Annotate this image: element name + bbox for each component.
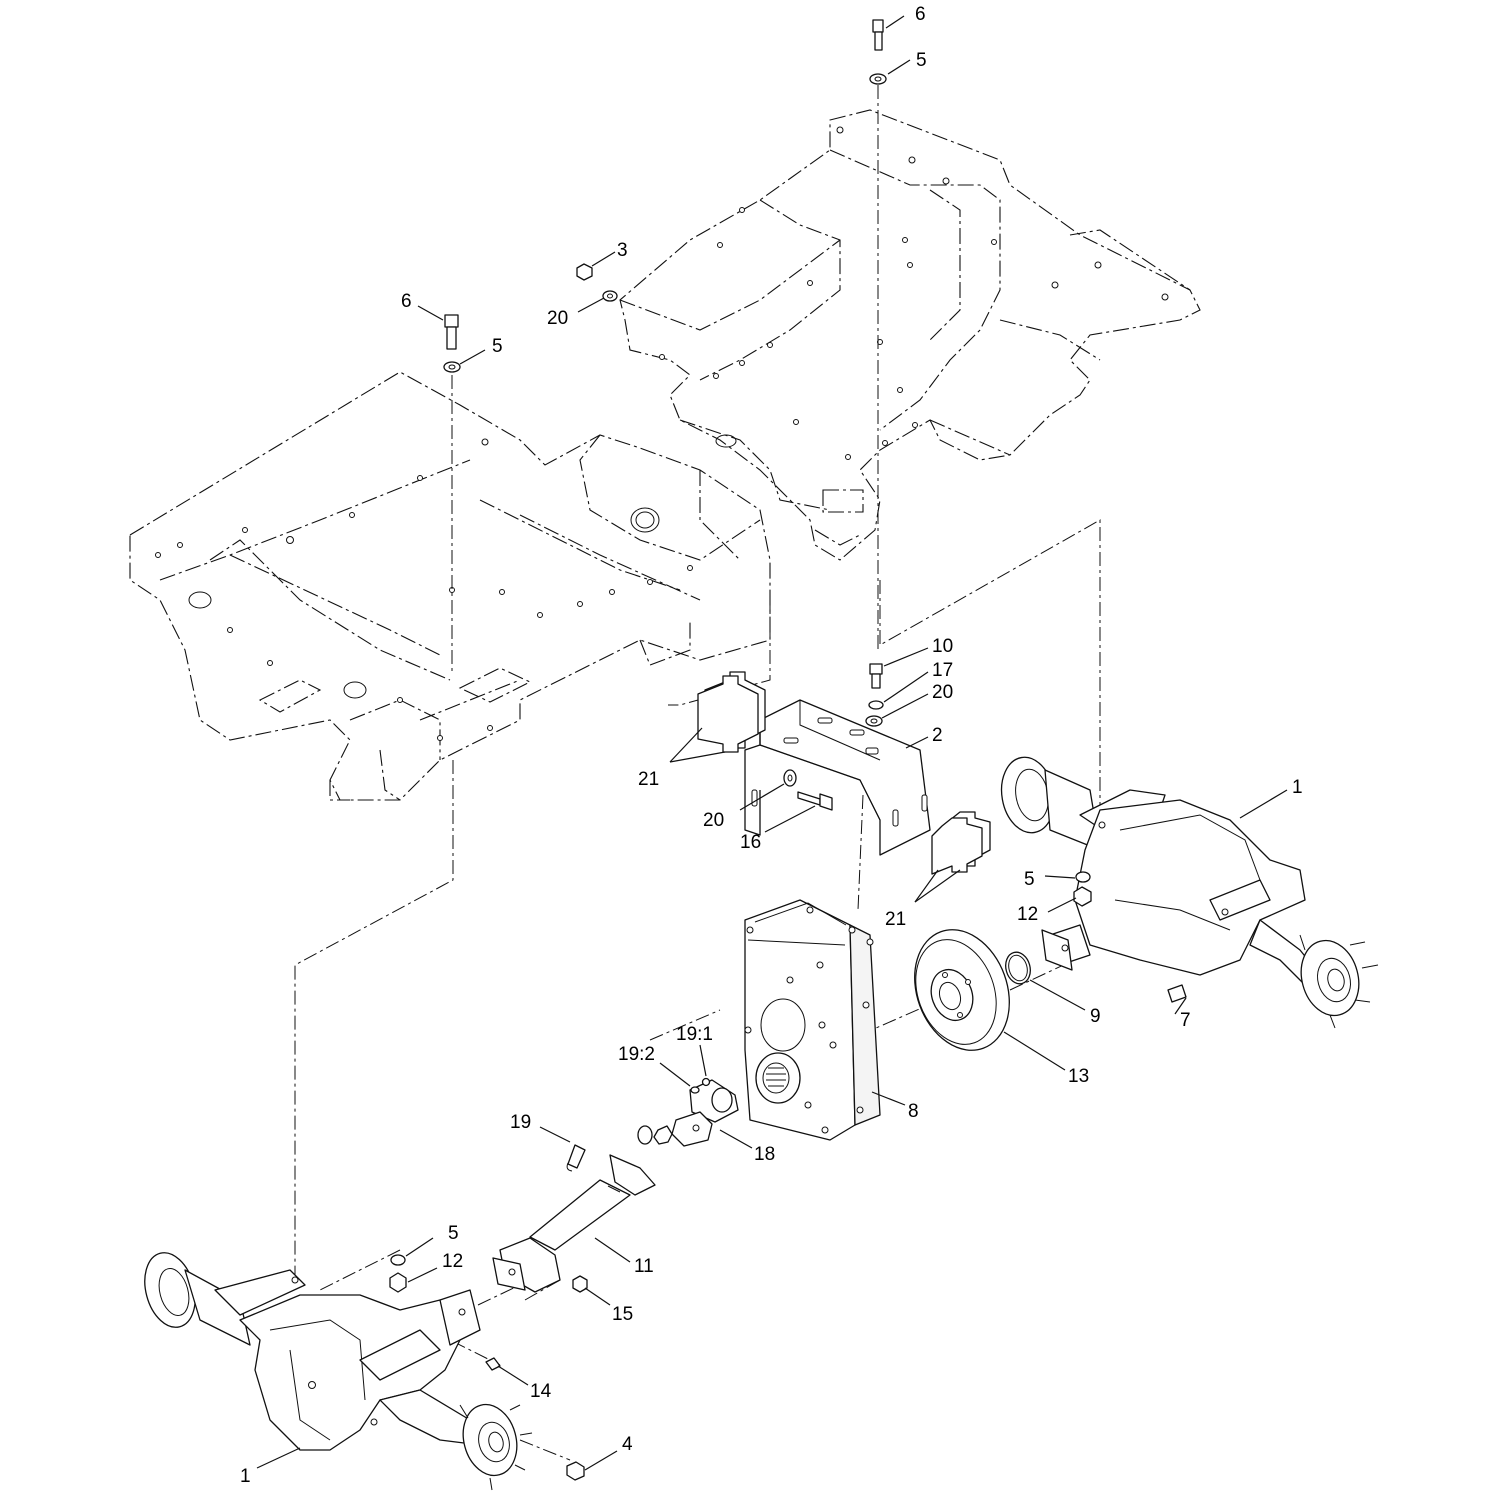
- callout-1-right: 1: [1292, 777, 1303, 798]
- callout-17: 17: [932, 660, 953, 681]
- nut-3: [576, 263, 593, 281]
- washer-5-top: [869, 73, 887, 85]
- callout-1-left: 1: [240, 1466, 251, 1487]
- callout-5-left-axle: 5: [448, 1223, 459, 1244]
- washer-20-bracket-side: [783, 769, 797, 787]
- bolt-14: [485, 1357, 501, 1371]
- washer-5-left: [443, 361, 461, 373]
- callout-21-right: 21: [885, 909, 906, 930]
- bracket-2: [744, 699, 931, 856]
- callout-leaders: [256, 15, 1288, 1471]
- callout-labels: 6 5 3 20 6 5 10 17 20 2 21 20 16 1 5 12 …: [240, 4, 1303, 1487]
- driveshaft-11: [492, 1154, 656, 1293]
- nut-19-1: [701, 1077, 711, 1087]
- washer-19-2: [690, 1086, 700, 1094]
- callout-19-2: 19:2: [618, 1044, 655, 1065]
- callout-8: 8: [908, 1101, 919, 1122]
- rear-axle-1-right: [1000, 756, 1379, 1029]
- shim-21-right: [931, 811, 991, 875]
- nut-4: [566, 1461, 585, 1481]
- gearbox-8: [744, 899, 881, 1141]
- callout-12-left: 12: [442, 1251, 463, 1272]
- front-axle-1-left: [144, 1252, 533, 1491]
- callout-19: 19: [510, 1112, 531, 1133]
- callout-6-top: 6: [915, 4, 926, 25]
- brake-disc-13: [914, 929, 1010, 1051]
- callout-6-left: 6: [401, 291, 412, 312]
- callout-7: 7: [1180, 1010, 1191, 1031]
- callout-20-bracket: 20: [932, 682, 953, 703]
- washer-5-right: [1075, 871, 1091, 883]
- callout-4: 4: [622, 1434, 633, 1455]
- front-frame-phantom: [129, 371, 771, 801]
- callout-5-top: 5: [916, 50, 927, 71]
- callout-9: 9: [1090, 1006, 1101, 1027]
- callout-10: 10: [932, 636, 953, 657]
- bolt-16: [797, 791, 833, 811]
- pin-19: [566, 1144, 586, 1172]
- bolt-10: [869, 663, 883, 689]
- nut-12-right: [1073, 886, 1092, 907]
- washer-20-top: [602, 290, 618, 302]
- callout-2: 2: [932, 725, 943, 746]
- callout-5-right: 5: [1024, 869, 1035, 890]
- nut-15: [572, 1275, 588, 1293]
- callout-20-side: 20: [703, 810, 724, 831]
- callout-16: 16: [740, 832, 761, 853]
- callout-3: 3: [617, 240, 628, 261]
- callout-15: 15: [612, 1304, 633, 1325]
- callout-12-right: 12: [1017, 904, 1038, 925]
- assembly-phantom-lines: [294, 85, 1101, 1461]
- callout-13: 13: [1068, 1066, 1089, 1087]
- rear-frame-phantom: [619, 109, 1201, 561]
- washer-nut-stack: [637, 1125, 673, 1145]
- lockwasher-17: [868, 700, 884, 710]
- washer-5-left-axle: [390, 1254, 406, 1266]
- callout-19-1: 19:1: [676, 1024, 713, 1045]
- nut-12-left: [389, 1272, 407, 1293]
- yoke-18: [671, 1079, 739, 1147]
- washer-20-bracket-top: [865, 715, 883, 727]
- shim-21-left: [697, 671, 766, 753]
- callout-18: 18: [754, 1144, 775, 1165]
- plug-7: [1167, 984, 1187, 1003]
- o-ring-9: [1005, 951, 1031, 985]
- callout-11: 11: [634, 1256, 654, 1277]
- bolt-6-left: [444, 314, 459, 350]
- bolt-6-top: [872, 19, 884, 51]
- callout-5-left: 5: [492, 336, 503, 357]
- callout-14: 14: [530, 1381, 552, 1402]
- callout-20-top: 20: [547, 308, 568, 329]
- callout-21-left: 21: [638, 769, 659, 790]
